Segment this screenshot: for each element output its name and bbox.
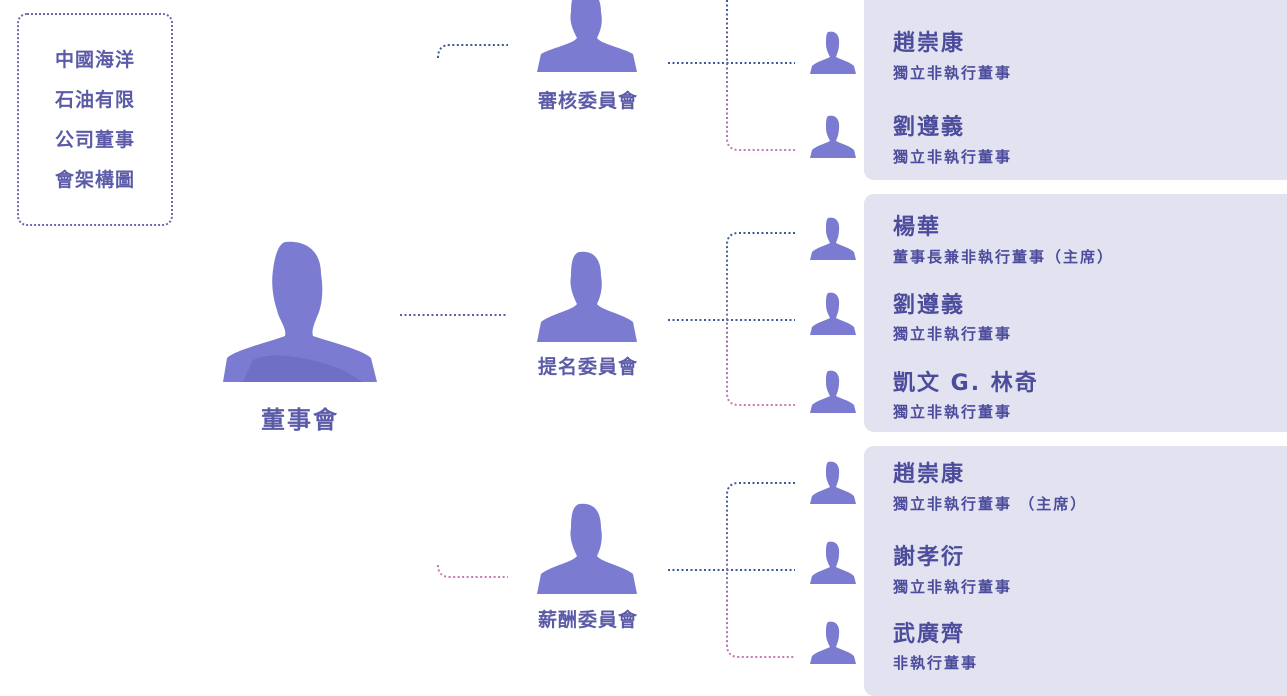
member-role: 董事長兼非執行董事（主席） — [893, 248, 1115, 266]
member-avatar-icon — [810, 115, 856, 158]
board-label: 董事會 — [261, 406, 339, 434]
audit-committee-avatar-icon — [537, 0, 637, 72]
member-role: 非執行董事 — [893, 654, 979, 672]
title-line: 公司董事 — [54, 128, 135, 151]
audit-committee-members-panel — [864, 0, 1287, 180]
member-role: 獨立非執行董事 — [893, 64, 1013, 82]
remuneration-committee-avatar-icon — [537, 503, 637, 594]
member-name: 武廣齊 — [893, 622, 966, 647]
connector-lines — [400, 0, 795, 658]
audit-members-branch — [726, 0, 795, 151]
member-name: 謝孝衍 — [893, 545, 966, 570]
member-name: 趙崇康 — [893, 462, 966, 487]
member-name: 劉遵義 — [893, 115, 966, 140]
member-name: 趙崇康 — [893, 31, 966, 56]
member-role: 獨立非執行董事 （主席） — [893, 495, 1088, 513]
member-role: 獨立非執行董事 — [893, 403, 1013, 421]
remuneration-branch-line — [437, 564, 508, 578]
member-role: 獨立非執行董事 — [893, 148, 1013, 166]
member-name: 劉遵義 — [893, 293, 966, 318]
title-line: 中國海洋 — [54, 48, 135, 71]
chart-title-box: 中國海洋 石油有限 公司董事 會架構圖 — [17, 13, 173, 226]
title-line: 石油有限 — [54, 88, 135, 111]
title-line: 會架構圖 — [54, 168, 135, 191]
member-avatar-icon — [810, 541, 856, 584]
member-role: 獨立非執行董事 — [893, 578, 1013, 596]
member-avatar-icon — [810, 292, 856, 335]
audit-branch-line — [437, 44, 508, 59]
remuneration-committee-label: 薪酬委員會 — [537, 609, 638, 631]
audit-committee-label: 審核委員會 — [537, 90, 638, 112]
member-role: 獨立非執行董事 — [893, 325, 1013, 343]
member-name: 楊華 — [893, 215, 942, 240]
board-avatar-icon — [223, 241, 377, 382]
member-name: 凱文 G. 林奇 — [893, 371, 1039, 396]
member-avatar-icon — [810, 461, 856, 504]
remuneration-members-branch — [726, 482, 795, 658]
member-avatar-icon — [810, 621, 856, 664]
member-avatar-icon — [810, 370, 856, 413]
remuneration-committee-members-panel — [864, 446, 1287, 696]
nomination-committee-avatar-icon — [537, 251, 637, 342]
member-avatar-icon — [810, 31, 856, 74]
nomination-committee-members-panel — [864, 194, 1287, 432]
nomination-committee-label: 提名委員會 — [537, 356, 638, 378]
member-avatar-icon — [810, 217, 856, 260]
nomination-members-branch — [726, 232, 795, 406]
